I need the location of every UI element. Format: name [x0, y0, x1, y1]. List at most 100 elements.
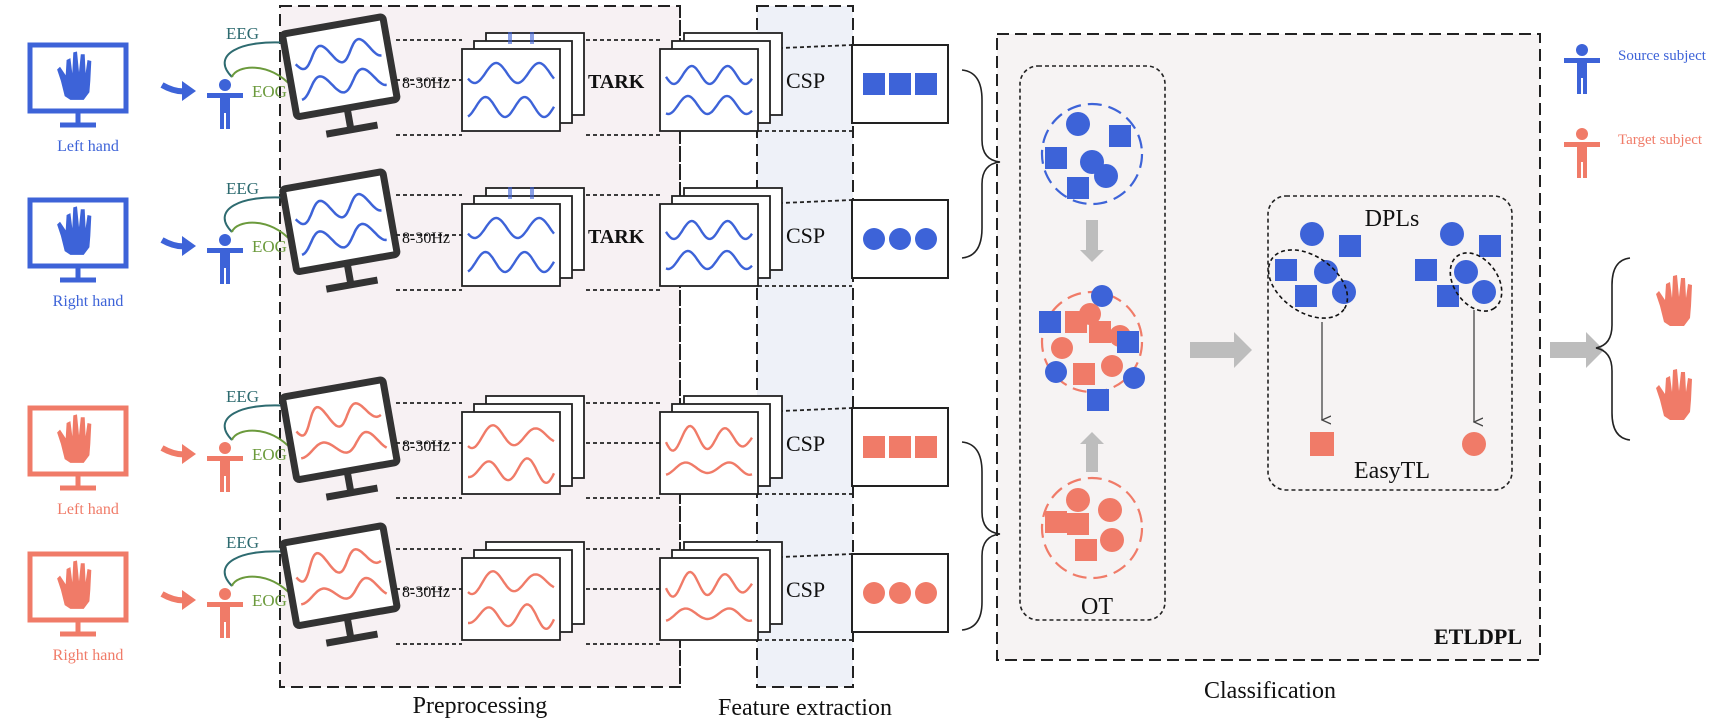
arrowhead-icon: [182, 236, 196, 256]
filtered-signal-stack: [461, 395, 585, 495]
person-leg: [220, 113, 224, 129]
eeg-wire: [223, 404, 291, 441]
signal-monitor-screen: [279, 376, 401, 483]
person-leg: [226, 476, 230, 492]
signal-wave: [300, 430, 388, 460]
filtered-wave: [467, 61, 555, 85]
down-arrow: [1080, 220, 1104, 262]
data-circle: [1123, 367, 1145, 389]
legend-target-label: Target subject: [1618, 132, 1703, 148]
data-circle: [1472, 280, 1496, 304]
filter-label: 8-30Hz: [402, 584, 450, 601]
source-cluster-outline: [1040, 102, 1144, 206]
feature-vector-box: [851, 553, 949, 633]
person-head: [1576, 44, 1588, 56]
feature-circle: [889, 582, 911, 604]
output-brace: [1595, 257, 1631, 441]
stimulus-monitor-icon: [27, 197, 129, 283]
prototype-group-outline: [1449, 252, 1503, 312]
person-arms: [1564, 58, 1600, 63]
eeg-label: EEG: [226, 387, 259, 406]
arrowhead-icon: [182, 590, 196, 610]
csp-label: CSP: [786, 577, 825, 602]
brace-target: [961, 441, 1001, 631]
csp-wave: [665, 249, 753, 271]
csp-wave: [664, 424, 753, 452]
person-arms: [207, 248, 243, 253]
predicted-circle: [1462, 432, 1486, 456]
eeg-wire: [223, 41, 291, 78]
data-square: [1087, 389, 1109, 411]
data-circle: [1045, 361, 1067, 383]
person-torso: [1577, 142, 1587, 162]
peak-marker: [508, 32, 512, 44]
data-square: [1089, 321, 1111, 343]
signal-card: [461, 48, 561, 132]
task-label: Left hand: [57, 138, 119, 155]
data-square: [1437, 285, 1459, 307]
data-square: [1067, 177, 1089, 199]
data-square: [1073, 363, 1095, 385]
filtered-wave: [467, 95, 556, 119]
signal-monitor-screen: [279, 13, 401, 120]
person-torso: [220, 248, 230, 268]
data-circle: [1098, 498, 1122, 522]
person-head: [219, 442, 231, 454]
filtered-wave: [468, 457, 556, 485]
data-circle: [1454, 260, 1478, 284]
output-hand-icon: [1656, 369, 1692, 420]
filtered-wave: [467, 424, 555, 450]
data-square: [1045, 147, 1067, 169]
data-square: [1339, 235, 1361, 257]
monitor-stand: [60, 474, 96, 491]
data-circle: [1100, 528, 1124, 552]
eog-wire: [231, 221, 293, 243]
classification-label: Classification: [1204, 678, 1336, 704]
eog-wire: [231, 429, 293, 451]
feature-square: [915, 73, 937, 95]
signal-monitor-screen: [279, 522, 401, 629]
arrowhead-icon: [182, 444, 196, 464]
task-label: Right hand: [53, 647, 124, 664]
person-leg: [220, 268, 224, 284]
ot-box: [1019, 65, 1166, 621]
signal-monitor-screen: [279, 168, 401, 275]
person-torso: [220, 456, 230, 476]
data-circle: [1101, 355, 1123, 377]
peak-marker: [530, 187, 534, 199]
monitor-stand: [60, 620, 96, 637]
legend-source-label: Source subject: [1618, 48, 1707, 64]
person-arms: [1564, 142, 1600, 147]
filtered-signal-stack: [461, 32, 585, 132]
etldpl-label: ETLDPL: [1434, 624, 1522, 649]
signal-card: [659, 203, 759, 287]
data-square: [1295, 285, 1317, 307]
signal-monitor-icon: [279, 522, 401, 647]
eeg-label: EEG: [226, 24, 259, 43]
signal-monitor-icon: [279, 376, 401, 501]
task-label: Left hand: [57, 501, 119, 518]
hand-icon: [57, 560, 92, 609]
signal-wave: [294, 37, 382, 71]
eog-label: EOG: [252, 445, 287, 464]
target-person-icon: [1564, 128, 1600, 178]
person-leg: [220, 622, 224, 638]
subject-person-icon: [207, 234, 243, 284]
signal-monitor-icon: [279, 168, 401, 293]
person-arms: [207, 602, 243, 607]
monitor-stand: [60, 266, 96, 283]
stimulus-monitor-icon: [27, 405, 129, 491]
hand-icon: [57, 51, 92, 100]
feature-square: [889, 436, 911, 458]
data-square: [1479, 235, 1501, 257]
peak-marker: [508, 187, 512, 199]
signal-wave: [300, 576, 388, 606]
person-torso: [220, 93, 230, 113]
person-leg: [226, 113, 230, 129]
signal-card: [461, 203, 561, 287]
output-hands: [1656, 275, 1692, 420]
eog-wire: [231, 66, 293, 88]
